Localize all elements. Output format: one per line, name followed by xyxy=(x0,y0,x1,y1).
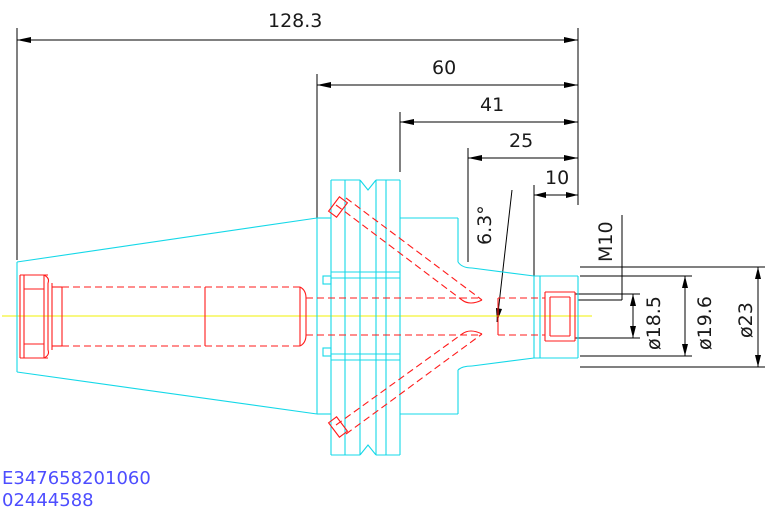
dim-dia-19-6: ø19.6 xyxy=(694,296,716,350)
dim-25: 25 xyxy=(509,130,533,152)
dimension-labels: 128.3 60 41 25 10 6.3° M10 ø18.5 ø19.6 ø… xyxy=(268,10,757,350)
dim-thread: M10 xyxy=(595,221,617,262)
part-code-line-1: E347658201060 xyxy=(2,468,151,489)
part-codes: E347658201060 02444588 xyxy=(2,468,151,511)
dim-10: 10 xyxy=(545,167,569,189)
dim-overall-length: 128.3 xyxy=(268,10,322,32)
tool-holder-hidden-lines xyxy=(19,196,576,438)
dim-dia-23: ø23 xyxy=(735,302,757,338)
dim-60: 60 xyxy=(432,57,456,79)
dim-dia-18-5: ø18.5 xyxy=(643,296,665,350)
tool-holder-outline xyxy=(16,179,579,456)
dim-angle: 6.3° xyxy=(474,205,496,245)
dim-41: 41 xyxy=(480,94,504,116)
dimension-lines xyxy=(16,28,765,368)
part-code-line-2: 02444588 xyxy=(2,490,94,511)
